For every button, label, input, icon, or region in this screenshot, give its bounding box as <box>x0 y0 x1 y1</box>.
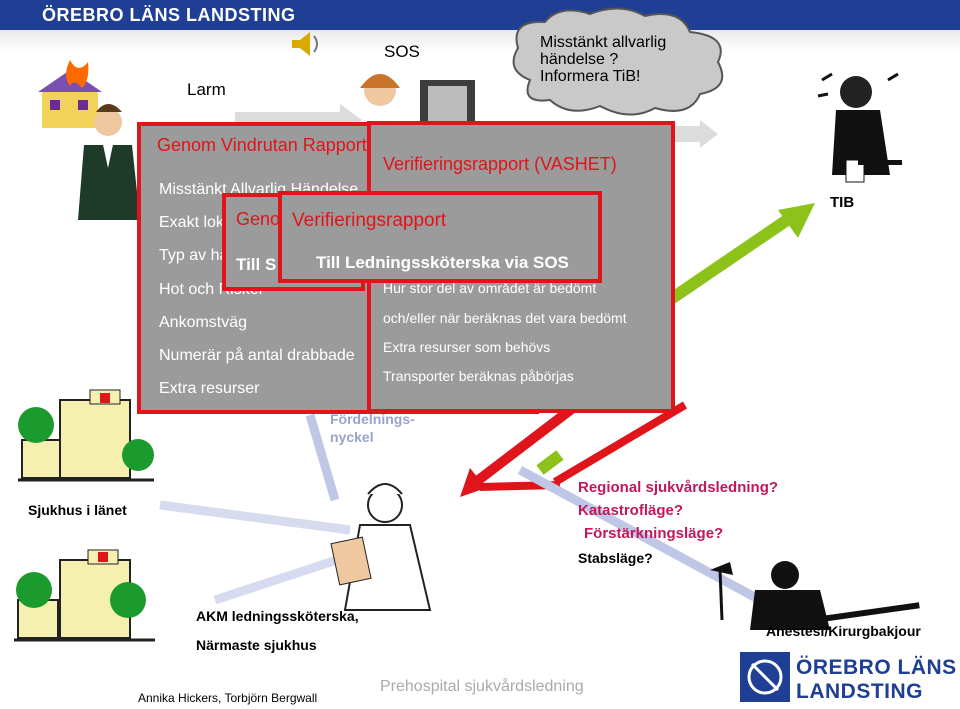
label-anestesi: Anestesi/Kirurgbakjour <box>766 623 921 639</box>
thought-cloud-icon <box>512 7 724 116</box>
arrow-grey-sjukhus <box>159 500 351 535</box>
label-akm-line1: AKM ledningssköterska, <box>196 608 359 624</box>
hospital-icon-1 <box>18 389 154 482</box>
header-brand: ÖREBRO LÄNS LANDSTING <box>42 5 296 25</box>
vashet-item-3: Transporter beräknas påbörjas <box>383 368 574 384</box>
logo-line1: ÖREBRO LÄNS <box>796 656 957 679</box>
question-regional: Regional sjukvårdsledning? <box>578 479 779 496</box>
vashet-item-2: Extra resurser som behövs <box>383 339 551 355</box>
rapport-item-5: Numerär på antal drabbade <box>159 347 355 364</box>
footer-authors: Annika Hickers, Torbjörn Bergwall <box>138 691 318 705</box>
speaker-icon <box>292 32 318 56</box>
box-verif-title: Verifieringsrapport <box>292 210 447 231</box>
label-fordelningsnyckel: Fördelnings- nyckel <box>330 411 415 445</box>
arrow-red-1-head <box>460 468 486 497</box>
label-akm-line2: Närmaste sjukhus <box>196 637 317 653</box>
burning-house-icon <box>38 60 102 128</box>
nurse-icon <box>330 483 432 611</box>
hospital-icon-2 <box>14 549 155 642</box>
rapport-item-4: Ankomstväg <box>159 314 248 331</box>
vashet-item-1: och/eller när beräknas det vara bedömt <box>383 310 627 326</box>
label-sos: SOS <box>384 42 420 61</box>
label-larm: Larm <box>187 80 226 99</box>
arrow-green-lower <box>536 450 564 475</box>
caller-person-icon <box>78 104 140 220</box>
label-sjukhus-i-lanet: Sjukhus i länet <box>28 502 127 518</box>
vashet-item-0: Hur stor del av området är bedömt <box>383 280 597 296</box>
question-katastrof: Katastrofläge? <box>578 502 684 519</box>
arrow-grey-akm <box>213 550 354 605</box>
logo-line2: LANDSTING <box>796 680 923 703</box>
cloud-text: Misstänkt allvarlig händelse ? Informera… <box>540 34 667 85</box>
anestesi-person-icon <box>710 561 920 630</box>
question-stabslage: Stabsläge? <box>578 550 653 566</box>
arrow-red-3 <box>552 401 688 486</box>
box-genom-sub: Till S <box>236 255 277 274</box>
arrow-green-tib-head <box>778 203 815 238</box>
arrow-grey-fordelning <box>305 413 340 502</box>
tib-person-icon <box>817 72 902 183</box>
box-verifieringsrapport: Verifieringsrapport Till Ledningssköters… <box>278 191 602 283</box>
box-vashet: Verifieringsrapport (VASHET) Hur stor de… <box>367 121 675 413</box>
footer-center: Prehospital sjukvårdsledning <box>380 678 584 695</box>
box-vashet-title: Verifieringsrapport (VASHET) <box>383 154 617 174</box>
rapport-item-6: Extra resurser <box>159 380 260 397</box>
header-bar: ÖREBRO LÄNS LANDSTING <box>0 0 960 30</box>
box-verif-sub: Till Ledningssköterska via SOS <box>316 253 569 272</box>
box-vindrutan-title: Genom Vindrutan Rapport <box>157 135 367 155</box>
logo-mark-icon <box>740 652 790 702</box>
label-tib: TIB <box>830 194 855 211</box>
question-forstarkning: Förstärkningsläge? <box>584 525 724 542</box>
